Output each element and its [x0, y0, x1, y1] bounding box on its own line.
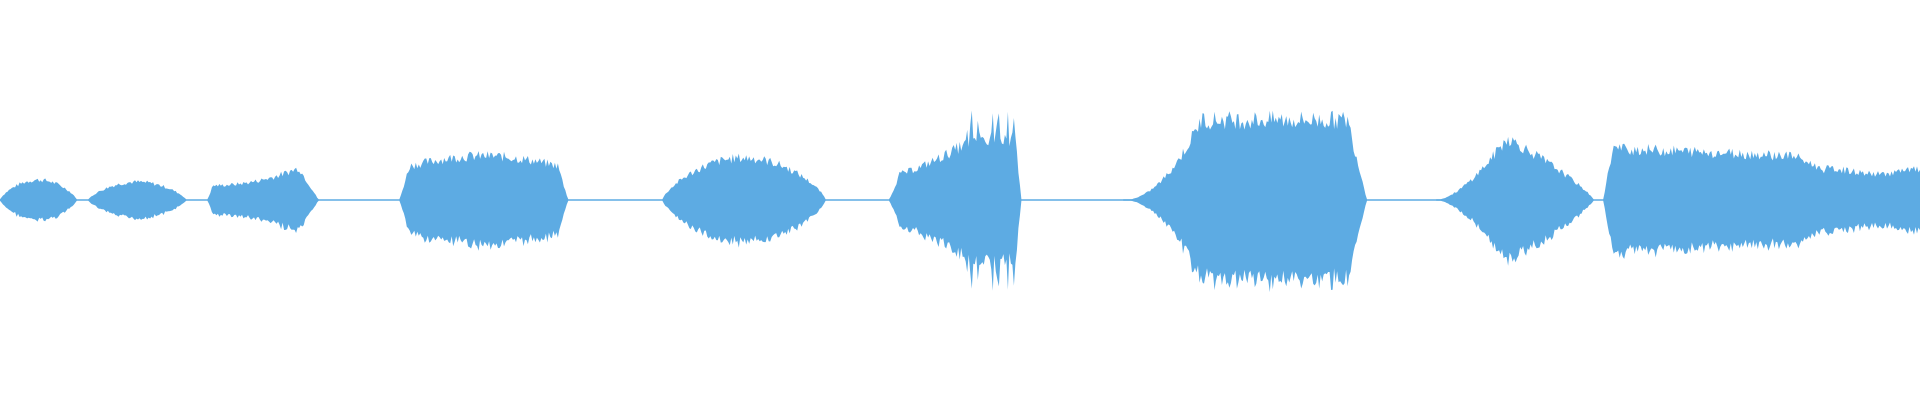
- waveform-segment-6: [889, 110, 1022, 291]
- waveform-segment-3: [207, 167, 319, 233]
- waveform-segment-4: [399, 151, 569, 251]
- waveform-segment-1: [0, 178, 77, 222]
- waveform-segment-8: [1436, 136, 1594, 266]
- waveform-segments: [0, 110, 1920, 293]
- waveform-segment-5: [662, 153, 826, 248]
- waveform-segment-9: [1603, 143, 1920, 259]
- waveform-segment-7: [1123, 110, 1367, 293]
- waveform-segment-2: [88, 180, 187, 221]
